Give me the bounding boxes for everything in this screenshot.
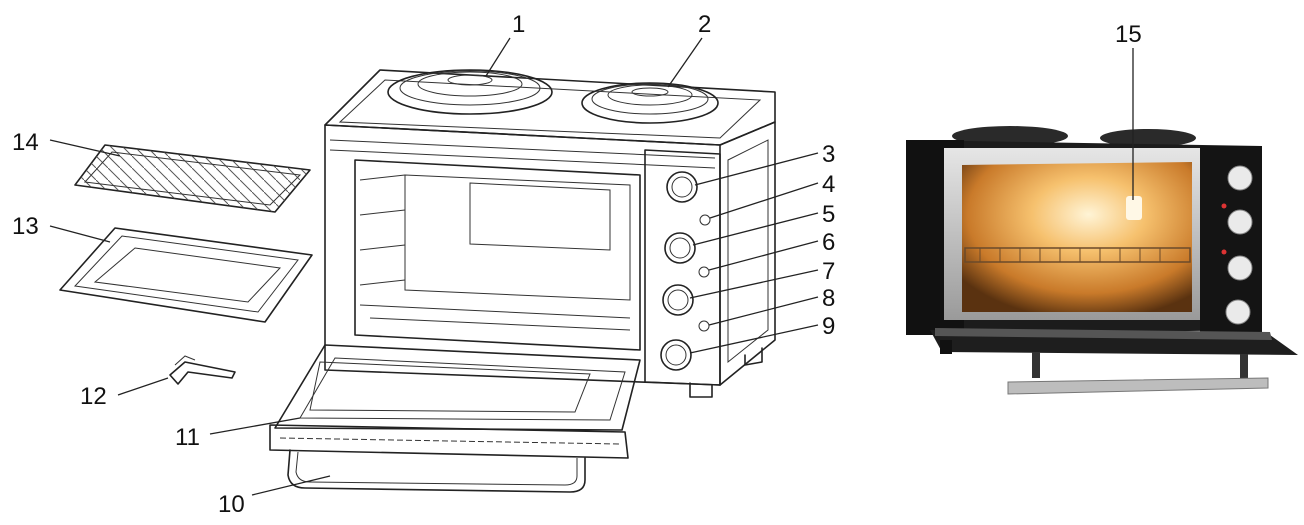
photo-knobs <box>1221 165 1253 325</box>
door-glass <box>309 361 591 413</box>
wire-rack <box>74 144 311 213</box>
baking-tray <box>59 227 313 323</box>
indicator-light-3 <box>698 320 710 332</box>
callout-10: 10 <box>218 491 245 518</box>
callout-6: 6 <box>822 229 835 256</box>
callout-numbers: 1 2 3 4 5 6 7 8 9 10 11 12 13 14 15 <box>12 11 1142 518</box>
knob-top[interactable] <box>666 171 698 203</box>
callout-14: 14 <box>12 129 39 156</box>
leader-lines <box>49 37 1134 496</box>
oven-body <box>324 124 721 386</box>
photo-door-handle <box>1007 377 1269 395</box>
callout-9: 9 <box>822 313 835 340</box>
callout-8: 8 <box>822 285 835 312</box>
hotplate-small <box>581 82 719 124</box>
oven-interior-light <box>962 162 1192 312</box>
hotplate-large <box>387 69 553 115</box>
callout-2: 2 <box>698 11 711 38</box>
oven-side-panel <box>719 121 776 386</box>
tray-handle-tool <box>169 355 236 385</box>
callout-5: 5 <box>822 201 835 228</box>
callout-1: 1 <box>512 11 525 38</box>
oven-cavity <box>354 159 641 351</box>
indicator-light-2 <box>698 266 710 278</box>
callout-7: 7 <box>822 258 835 285</box>
oven-top-surface <box>324 69 776 146</box>
oven-door[interactable] <box>269 344 641 459</box>
callout-3: 3 <box>822 141 835 168</box>
callout-13: 13 <box>12 213 39 240</box>
callout-11: 11 <box>175 424 200 451</box>
callout-4: 4 <box>822 171 835 198</box>
callout-15: 15 <box>1115 21 1142 48</box>
oven-lamp <box>1126 196 1142 220</box>
oven-photo <box>906 126 1298 395</box>
control-panel <box>644 149 721 386</box>
door-handle[interactable] <box>287 449 586 493</box>
callout-12: 12 <box>80 383 107 410</box>
oven-line-drawing <box>269 69 776 493</box>
knob-bottom[interactable] <box>660 339 692 371</box>
knob-third[interactable] <box>662 284 694 316</box>
knob-second[interactable] <box>664 232 696 264</box>
indicator-light-1 <box>699 214 711 226</box>
